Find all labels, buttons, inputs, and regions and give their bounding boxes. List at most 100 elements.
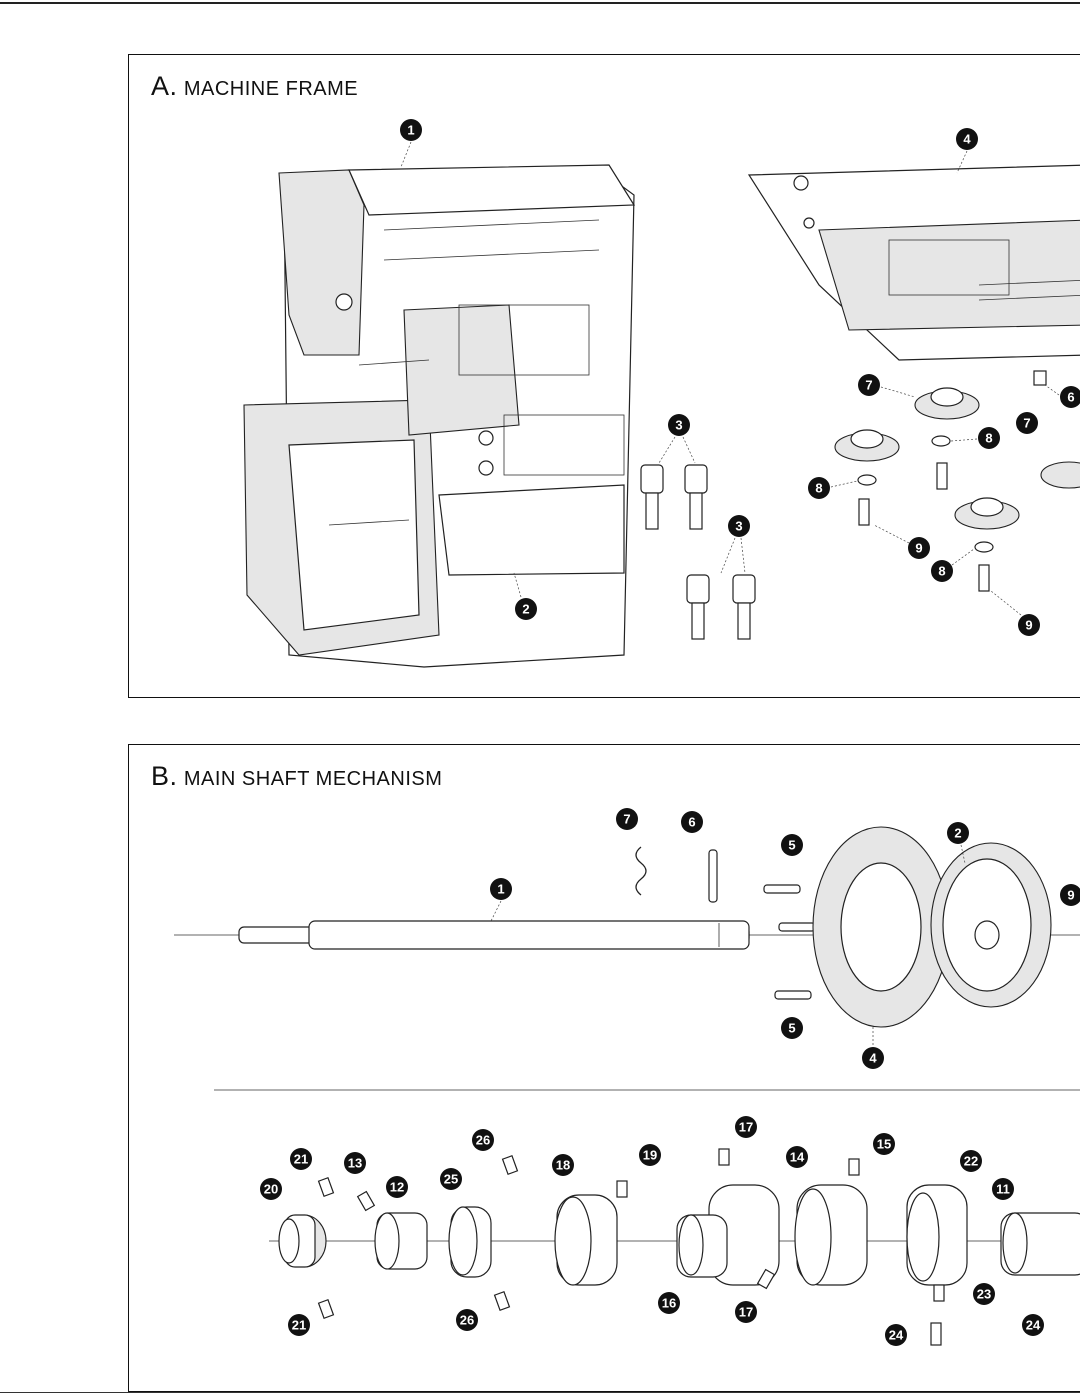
- callout-12: 12: [386, 1176, 408, 1198]
- svg-text:6: 6: [1067, 390, 1074, 405]
- svg-text:24: 24: [1026, 1318, 1041, 1333]
- svg-text:3: 3: [735, 519, 742, 534]
- callout-6: 6: [681, 811, 703, 833]
- svg-text:8: 8: [815, 481, 822, 496]
- shaft-pins-drawing: [635, 846, 816, 1000]
- panel-title-text: MAIN SHAFT MECHANISM: [183, 768, 443, 790]
- svg-text:19: 19: [643, 1148, 657, 1163]
- svg-text:2: 2: [522, 602, 529, 617]
- svg-text:11: 11: [996, 1182, 1010, 1197]
- callout-2: 2: [947, 822, 969, 844]
- svg-text:2: 2: [954, 826, 961, 841]
- svg-text:8: 8: [938, 564, 945, 579]
- svg-text:25: 25: [444, 1172, 458, 1187]
- callout-14: 14: [786, 1146, 808, 1168]
- svg-text:14: 14: [790, 1150, 805, 1165]
- set-screws-drawing: [317, 1148, 945, 1346]
- main-shaft-drawing: [238, 920, 750, 950]
- callout-4: 4: [956, 128, 978, 150]
- svg-text:8: 8: [985, 431, 992, 446]
- callout-8: 8: [808, 477, 830, 499]
- callout-23: 23: [973, 1283, 995, 1305]
- callout-4: 4: [862, 1047, 884, 1069]
- svg-text:9: 9: [915, 541, 922, 556]
- callout-7: 7: [616, 808, 638, 830]
- callout-24: 24: [885, 1324, 907, 1346]
- panel-main-shaft-mechanism: B. MAIN SHAFT MECHANISM: [128, 744, 1080, 1392]
- frame-casting-drawing: [243, 164, 636, 668]
- callout-9: 9: [1018, 614, 1040, 636]
- panel-letter: B.: [151, 761, 178, 791]
- callout-3: 3: [728, 515, 750, 537]
- panel-letter: A.: [151, 71, 178, 101]
- svg-text:9: 9: [1025, 618, 1032, 633]
- svg-text:4: 4: [963, 132, 971, 147]
- panel-machine-frame: A. MACHINE FRAME: [128, 54, 1080, 698]
- callout-6: 6: [1060, 386, 1080, 408]
- panel-title-text: MACHINE FRAME: [183, 78, 359, 100]
- top-rule: [0, 2, 1080, 4]
- bottom-rule: [0, 1392, 1080, 1393]
- svg-text:1: 1: [407, 123, 414, 138]
- svg-text:13: 13: [348, 1156, 362, 1171]
- svg-text:7: 7: [623, 812, 630, 827]
- callout-18: 18: [552, 1154, 574, 1176]
- svg-text:12: 12: [390, 1180, 404, 1195]
- callout-11: 11: [992, 1178, 1014, 1200]
- svg-text:21: 21: [292, 1318, 306, 1333]
- callout-26: 26: [456, 1309, 478, 1331]
- callout-26: 26: [472, 1129, 494, 1151]
- callout-21: 21: [288, 1314, 310, 1336]
- callout-22: 22: [960, 1150, 982, 1172]
- svg-text:7: 7: [865, 378, 872, 393]
- callout-7: 7: [1016, 412, 1038, 434]
- callout-2: 2: [515, 598, 537, 620]
- svg-text:7: 7: [1023, 416, 1030, 431]
- callout-9: 9: [1060, 884, 1080, 906]
- svg-text:5: 5: [788, 1021, 795, 1036]
- svg-text:26: 26: [460, 1313, 474, 1328]
- svg-text:5: 5: [788, 838, 795, 853]
- cam-ring-drawing: [812, 826, 950, 1028]
- callout-1: 1: [490, 878, 512, 900]
- svg-text:15: 15: [877, 1137, 891, 1152]
- svg-text:3: 3: [675, 418, 682, 433]
- callout-19: 19: [639, 1144, 661, 1166]
- callout-9: 9: [908, 537, 930, 559]
- callout-17: 17: [735, 1301, 757, 1323]
- callout-20: 20: [260, 1178, 282, 1200]
- svg-text:17: 17: [739, 1120, 753, 1135]
- callout-21: 21: [290, 1148, 312, 1170]
- callout-3: 3: [668, 414, 690, 436]
- svg-text:23: 23: [977, 1287, 991, 1302]
- main-shaft-exploded-drawing: 7 6 5 2 1 9 5 4 26 17 21 13 18 19 14 15 …: [174, 808, 1080, 1346]
- panel-title: A. MACHINE FRAME: [151, 71, 358, 102]
- callout-5: 5: [781, 1017, 803, 1039]
- machine-frame-exploded-drawing: 1 4 7 6 8 7 3 8 8 3 9 2 9: [243, 119, 1080, 668]
- callout-16: 16: [658, 1292, 680, 1314]
- callout-8: 8: [931, 560, 953, 582]
- base-plate-drawing: [747, 164, 1080, 361]
- callout-8: 8: [978, 427, 1000, 449]
- svg-text:1: 1: [497, 882, 504, 897]
- callout-25: 25: [440, 1168, 462, 1190]
- callout-5: 5: [781, 834, 803, 856]
- svg-text:17: 17: [739, 1305, 753, 1320]
- callout-1: 1: [400, 119, 422, 141]
- svg-text:21: 21: [294, 1152, 308, 1167]
- callout-17: 17: [735, 1116, 757, 1138]
- callout-7: 7: [858, 374, 880, 396]
- callout-24: 24: [1022, 1314, 1044, 1336]
- svg-text:9: 9: [1067, 888, 1074, 903]
- svg-text:4: 4: [869, 1051, 877, 1066]
- callout-13: 13: [344, 1152, 366, 1174]
- svg-text:24: 24: [889, 1328, 904, 1343]
- rubber-feet-drawing: [834, 370, 1080, 592]
- callout-15: 15: [873, 1133, 895, 1155]
- svg-text:22: 22: [964, 1154, 978, 1169]
- frame-bolts-drawing: [640, 464, 756, 640]
- svg-text:26: 26: [476, 1133, 490, 1148]
- svg-text:16: 16: [662, 1296, 676, 1311]
- svg-text:6: 6: [688, 815, 695, 830]
- svg-text:20: 20: [264, 1182, 278, 1197]
